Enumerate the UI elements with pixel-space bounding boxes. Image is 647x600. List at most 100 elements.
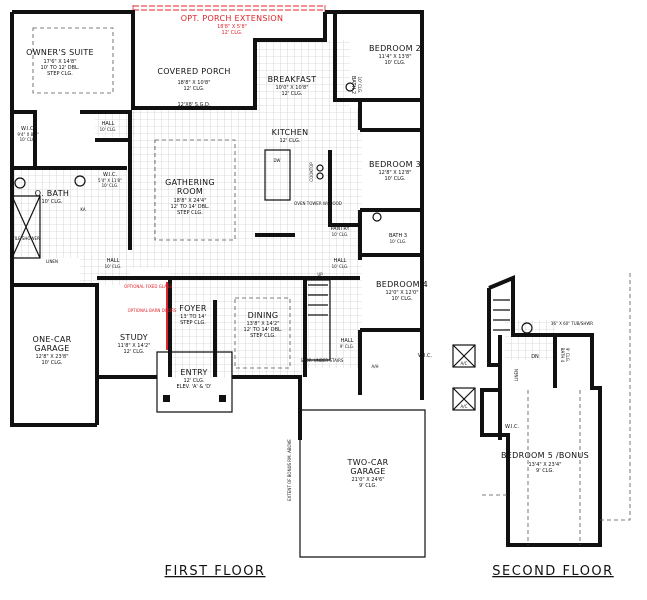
svg-text:OPTIONAL BARN DOORS: OPTIONAL BARN DOORS <box>128 308 177 313</box>
svg-text:10' CLG.: 10' CLG. <box>102 183 119 188</box>
room-bedroom-3: BEDROOM 3 12'8" X 12'8" 10' CLG. <box>369 160 421 182</box>
room-hall-garage: HALL 9' CLG. STOR. UNDER STAIRS A/H <box>301 338 379 369</box>
svg-text:BEDROOM 2: BEDROOM 2 <box>369 44 421 53</box>
first-floor-title: FIRST FLOOR <box>165 564 266 579</box>
svg-text:LINEN: LINEN <box>514 369 519 381</box>
svg-text:10' CLG.: 10' CLG. <box>332 232 349 237</box>
svg-text:DINING: DINING <box>248 311 279 320</box>
svg-text:STEP CLG.: STEP CLG. <box>250 333 276 339</box>
svg-text:18'8" X 24'4": 18'8" X 24'4" <box>173 198 206 204</box>
svg-text:10' CLG.: 10' CLG. <box>41 199 62 205</box>
room-bath-4: BATH 4 9' CLG. 36" X 60" TUB/SHWR <box>551 321 593 363</box>
svg-text:STOR. UNDER STAIRS: STOR. UNDER STAIRS <box>301 358 344 363</box>
room-dining: DINING 13'8" X 14'2" 12' TO 14' DBL. STE… <box>244 311 283 339</box>
svg-text:BEDROOM 4: BEDROOM 4 <box>376 280 428 289</box>
first-floor-details <box>11 27 426 558</box>
svg-text:PANTRY: PANTRY <box>330 226 350 232</box>
room-bedroom-4: BEDROOM 4 12'0" X 12'0" 10' CLG. <box>376 280 428 302</box>
svg-text:HALL: HALL <box>107 258 120 264</box>
svg-text:21'0" X 24'6": 21'0" X 24'6" <box>351 477 384 483</box>
svg-text:OVEN TOWER W/ HOOD: OVEN TOWER W/ HOOD <box>294 201 342 206</box>
svg-text:OPTIONAL FIXED GLASS: OPTIONAL FIXED GLASS <box>124 284 172 289</box>
svg-text:18'8" X 10'8": 18'8" X 10'8" <box>177 80 210 86</box>
room-owners-bath: O. BATH 10' CLG. TILE SHOWER KA LINEN <box>11 189 86 264</box>
svg-text:A/C: A/C <box>461 404 468 409</box>
ac-unit: A/C <box>452 387 476 411</box>
room-gathering-room: GATHERING ROOM 18'8" X 24'4" 12' TO 14' … <box>165 178 215 216</box>
svg-text:13'8" X 14'2": 13'8" X 14'2" <box>246 321 279 327</box>
svg-text:12' TO 14' DBL.: 12' TO 14' DBL. <box>171 204 210 210</box>
svg-text:12'0" X 12'0": 12'0" X 12'0" <box>385 290 418 296</box>
room-wic-second: W.I.C. DN LINEN <box>505 354 539 430</box>
svg-text:GARAGE: GARAGE <box>34 344 69 353</box>
svg-text:W.I.C.: W.I.C. <box>21 126 36 132</box>
first-floor-walls <box>10 10 424 440</box>
svg-text:5'4" X 11'8": 5'4" X 11'8" <box>98 178 122 183</box>
room-wic-owner: W.I.C. 9'4" X 8'8" 10' CLG. <box>17 126 39 142</box>
svg-text:DW: DW <box>273 158 280 163</box>
svg-text:HALL: HALL <box>334 258 347 264</box>
svg-text:10' CLG.: 10' CLG. <box>391 296 412 302</box>
room-owners-suite: OWNER'S SUITE 17'6" X 14'8" 10' TO 12' D… <box>26 48 94 77</box>
second-floor-title: SECOND FLOOR <box>492 564 613 579</box>
svg-text:11'8" X 14'2": 11'8" X 14'2" <box>117 343 150 349</box>
svg-text:12' CLG.: 12' CLG. <box>183 378 204 384</box>
svg-text:12'8" X 12'8": 12'8" X 12'8" <box>378 170 411 176</box>
svg-text:11'4" X 13'8": 11'4" X 13'8" <box>378 54 411 60</box>
room-entry: ENTRY 12' CLG. ELEV. 'A' & 'D' <box>177 368 212 390</box>
svg-text:STEP CLG.: STEP CLG. <box>47 71 73 77</box>
svg-text:BREAKFAST: BREAKFAST <box>268 75 317 84</box>
svg-text:HALL: HALL <box>102 121 115 127</box>
svg-text:10' CLG.: 10' CLG. <box>41 360 62 366</box>
room-breakfast: BREAKFAST 10'0" X 10'8" 12' CLG. <box>268 75 317 97</box>
svg-text:12' CLG.: 12' CLG. <box>279 138 300 144</box>
room-foyer: FOYER 13' TO 14' STEP CLG. <box>179 304 207 326</box>
svg-text:18'8" X 5'8": 18'8" X 5'8" <box>217 24 247 30</box>
svg-text:10'0" X 10'8": 10'0" X 10'8" <box>275 85 308 91</box>
svg-text:STEP CLG.: STEP CLG. <box>177 210 203 216</box>
svg-text:12' CLG.: 12' CLG. <box>281 91 302 97</box>
svg-text:BATH 4: BATH 4 <box>560 348 565 363</box>
svg-text:W.I.C.: W.I.C. <box>418 353 433 359</box>
svg-text:W.I.C.: W.I.C. <box>103 172 118 178</box>
svg-text:ROOM: ROOM <box>177 187 203 196</box>
svg-text:KA: KA <box>80 207 86 212</box>
room-covered-porch: COVERED PORCH 18'8" X 10'8" 12' CLG. 12'… <box>157 67 230 108</box>
room-bedroom-5-bonus: BEDROOM 5 /BONUS 13'4" X 23'4" 9' CLG. <box>501 451 589 474</box>
svg-text:OPT. PORCH EXTENSION: OPT. PORCH EXTENSION <box>181 14 284 23</box>
svg-text:10' TO 12' DBL.: 10' TO 12' DBL. <box>41 65 80 71</box>
svg-text:ONE-CAR: ONE-CAR <box>33 335 72 344</box>
svg-text:9' CLG.: 9' CLG. <box>340 344 354 349</box>
svg-text:10' CLG.: 10' CLG. <box>384 60 405 66</box>
svg-text:10' CLG.: 10' CLG. <box>100 127 117 132</box>
svg-text:KITCHEN: KITCHEN <box>272 128 309 137</box>
svg-text:13'4" X 23'4": 13'4" X 23'4" <box>528 462 561 468</box>
svg-text:EXTENT OF BONUS RM. ABOVE: EXTENT OF BONUS RM. ABOVE <box>287 439 292 501</box>
svg-text:12' TO 14' DBL.: 12' TO 14' DBL. <box>244 327 283 333</box>
svg-text:BATH 3: BATH 3 <box>389 233 407 239</box>
svg-text:10' CLG.: 10' CLG. <box>357 77 362 94</box>
svg-text:GARAGE: GARAGE <box>350 467 385 476</box>
svg-text:TWO-CAR: TWO-CAR <box>347 458 389 467</box>
svg-text:STEP CLG.: STEP CLG. <box>180 320 206 326</box>
room-wic-bedroom-4: W.I.C. <box>418 353 433 359</box>
svg-text:13' TO 14': 13' TO 14' <box>180 314 206 320</box>
svg-text:9' CLG.: 9' CLG. <box>536 468 554 474</box>
svg-text:COVERED PORCH: COVERED PORCH <box>157 67 230 76</box>
svg-text:BEDROOM 3: BEDROOM 3 <box>369 160 421 169</box>
room-hall-east: HALL 10' CLG. UP <box>317 258 348 277</box>
svg-text:O. BATH: O. BATH <box>35 189 69 198</box>
svg-text:10' CLG.: 10' CLG. <box>390 239 407 244</box>
svg-text:BEDROOM 5 /BONUS: BEDROOM 5 /BONUS <box>501 451 589 460</box>
svg-text:FOYER: FOYER <box>179 304 207 313</box>
svg-text:9'4" X 8'8": 9'4" X 8'8" <box>17 132 39 137</box>
room-two-car-garage: TWO-CAR GARAGE 21'0" X 24'6" 9' CLG. EXT… <box>287 439 389 501</box>
svg-text:OWNER'S SUITE: OWNER'S SUITE <box>26 48 94 57</box>
svg-text:10' CLG.: 10' CLG. <box>384 176 405 182</box>
svg-text:12' CLG.: 12' CLG. <box>183 86 204 92</box>
room-pantry: PANTRY 10' CLG. <box>330 226 350 237</box>
svg-text:ENTRY: ENTRY <box>180 368 207 377</box>
svg-text:9' CLG.: 9' CLG. <box>565 348 570 362</box>
room-hall-west: HALL 10' CLG. <box>105 258 122 269</box>
